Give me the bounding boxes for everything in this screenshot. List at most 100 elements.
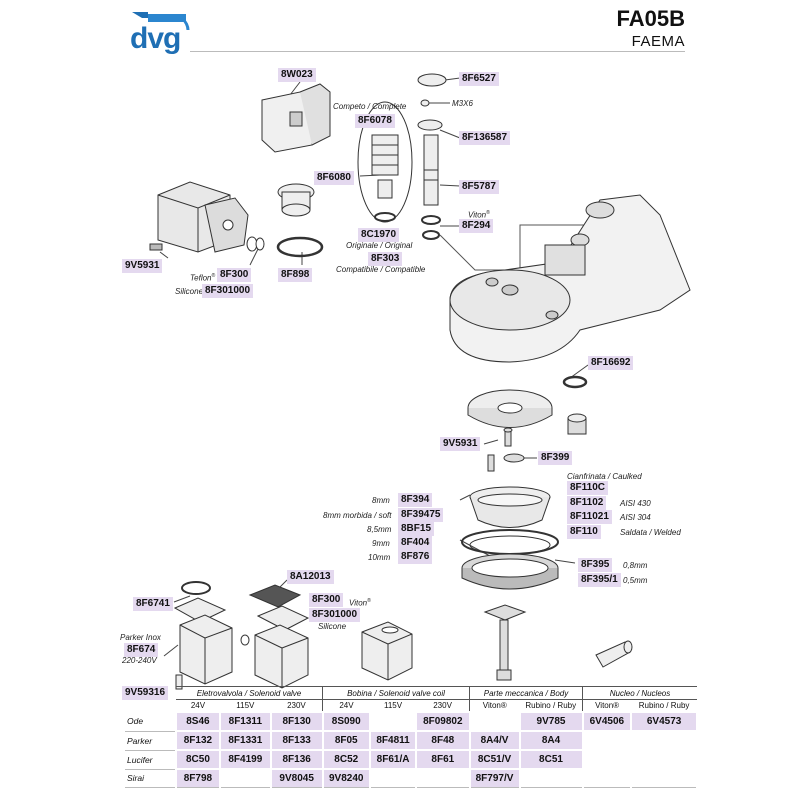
model-code: FA05B (616, 6, 685, 31)
table-cell: 8F4811 (368, 730, 418, 751)
part-code-8F300-top: 8F300 (217, 268, 252, 282)
part-code-8F6078: 8F6078 (355, 114, 395, 128)
table-row: Ode 8S46 8F1311 8F130 8S090 8F09802 9V78… (125, 711, 698, 732)
table-cell (581, 768, 633, 788)
part-code-8F294: 8F294 (459, 219, 494, 233)
part-code-8F1102: 8F1102 (567, 496, 607, 510)
note-0-8mm: 0,8mm (623, 561, 648, 570)
table-sub-header: 24V 115V 230V 24V 115V 230V Viton® Rubin… (125, 699, 697, 713)
table-cell (518, 768, 584, 788)
note-silicone-bottom: Silicone (318, 622, 347, 631)
table-cell: 8F1331 (218, 730, 272, 751)
table-cell: 9V8045 (269, 768, 324, 788)
part-code-8F6080: 8F6080 (314, 171, 354, 185)
subhead: 115V (369, 699, 417, 713)
note-8-5mm: 8,5mm (367, 525, 392, 534)
note-teflon: Teflon® (190, 271, 215, 284)
part-code-8F898: 8F898 (278, 268, 313, 282)
part-code-8A12013: 8A12013 (287, 570, 334, 584)
table-cell: 9V8240 (321, 768, 371, 788)
diffuser-plate (467, 389, 587, 435)
part-code-8F301000-top: 8F301000 (202, 284, 254, 298)
table-cell: 8F797/V (468, 768, 521, 788)
part-code-8F674: 8F674 (124, 643, 159, 657)
part-code-8BF15: 8BF15 (398, 522, 435, 536)
table-row: Parker 8F132 8F1331 8F133 8F05 8F4811 8F… (125, 730, 698, 751)
shower-screen (469, 486, 551, 528)
part-code-8F136587: 8F136587 (459, 131, 511, 145)
note-viton-top: Viton® (468, 208, 490, 221)
table-cell (218, 768, 272, 788)
table-row: Sirai 8F798 9V8045 9V8240 8F797/V (125, 768, 698, 788)
part-code-8F404: 8F404 (398, 536, 433, 550)
note-competo: Competo / Complete (333, 102, 407, 111)
note-originale: Originale / Original (346, 241, 413, 250)
subhead: Viton® (469, 699, 520, 713)
row-label: Parker (125, 731, 176, 751)
note-parker-inox: Parker Inox (120, 633, 161, 642)
viton-text: Viton (468, 210, 487, 220)
table-cell: 8A4 (518, 730, 584, 751)
table-cell: 8F136 (269, 749, 324, 770)
part-code-8F110C: 8F110C (567, 481, 609, 495)
part-code-8F110: 8F110 (567, 525, 601, 539)
teflon-text: Teflon (190, 273, 212, 283)
valve-coil-center (361, 621, 413, 681)
screws (487, 427, 525, 472)
viton-text: Viton (349, 598, 368, 608)
table-cell: 8F05 (321, 730, 371, 751)
table-cell: 9V785 (518, 711, 584, 732)
group-valve-coil: Bobina / Solenoid valve coil (322, 686, 470, 700)
table-cell: 8F798 (175, 768, 221, 788)
group-body: Parte meccanica / Body (469, 686, 583, 700)
part-code-8F876: 8F876 (398, 550, 433, 564)
table-cell (368, 768, 418, 788)
table-cell: 8C51 (518, 749, 584, 770)
group-gaskets (461, 529, 559, 590)
part-code-9V5931-top: 9V5931 (122, 259, 163, 273)
note-aisi430: AISI 430 (620, 499, 651, 508)
note-m3x6: M3X6 (452, 99, 473, 108)
subhead: 115V (219, 699, 271, 713)
valve-body-bottom (483, 604, 527, 681)
subhead: Viton® (582, 699, 632, 713)
note-aisi304: AISI 304 (620, 513, 651, 522)
solenoid-valve-left (173, 581, 233, 690)
brand-name: FAEMA (631, 33, 685, 50)
table-cell (415, 768, 471, 788)
connector-plug (261, 83, 331, 153)
note-8mm: 8mm (372, 496, 390, 505)
note-voltage: 220-240V (122, 656, 157, 665)
parts-table: Eletrovalvola / Solenoid valve Bobina / … (125, 686, 698, 788)
note-viton-bottom: Viton® (349, 596, 371, 609)
note-9mm: 9mm (372, 539, 390, 548)
group-head-body (449, 194, 691, 363)
note-0-5mm: 0,5mm (623, 576, 648, 585)
table-cell: 8F61 (415, 749, 471, 770)
table-cell (630, 749, 698, 770)
table-cell (630, 768, 698, 788)
group-solenoid-valve: Eletrovalvola / Solenoid valve (176, 686, 323, 700)
part-code-8F39475: 8F39475 (398, 508, 444, 522)
note-silicone-top: Silicone (175, 287, 204, 296)
note-8mm-soft: 8mm morbida / soft (323, 511, 392, 520)
part-code-8F395: 8F395 (578, 558, 613, 572)
solenoid-valve-center (240, 584, 310, 689)
table-cell: 8C51/V (468, 749, 521, 770)
part-code-8C1970: 8C1970 (358, 228, 400, 242)
subhead: 24V (176, 699, 220, 713)
valve-stack (417, 73, 447, 240)
table-cell: 8F48 (415, 730, 471, 751)
table-cell: 8F09802 (415, 711, 471, 732)
note-10mm: 10mm (368, 553, 391, 562)
part-code-8F301000-bottom: 8F301000 (309, 608, 361, 622)
solenoid-coil-left (149, 181, 265, 253)
part-code-8F300-bottom: 8F300 (309, 593, 344, 607)
tap-icon (132, 12, 190, 30)
part-code-8F16692: 8F16692 (588, 356, 634, 370)
registered-mark: ® (367, 598, 371, 604)
note-compatibile: Compatibile / Compatible (336, 265, 426, 274)
table-cell (581, 730, 633, 751)
table-cell: 8F130 (269, 711, 324, 732)
